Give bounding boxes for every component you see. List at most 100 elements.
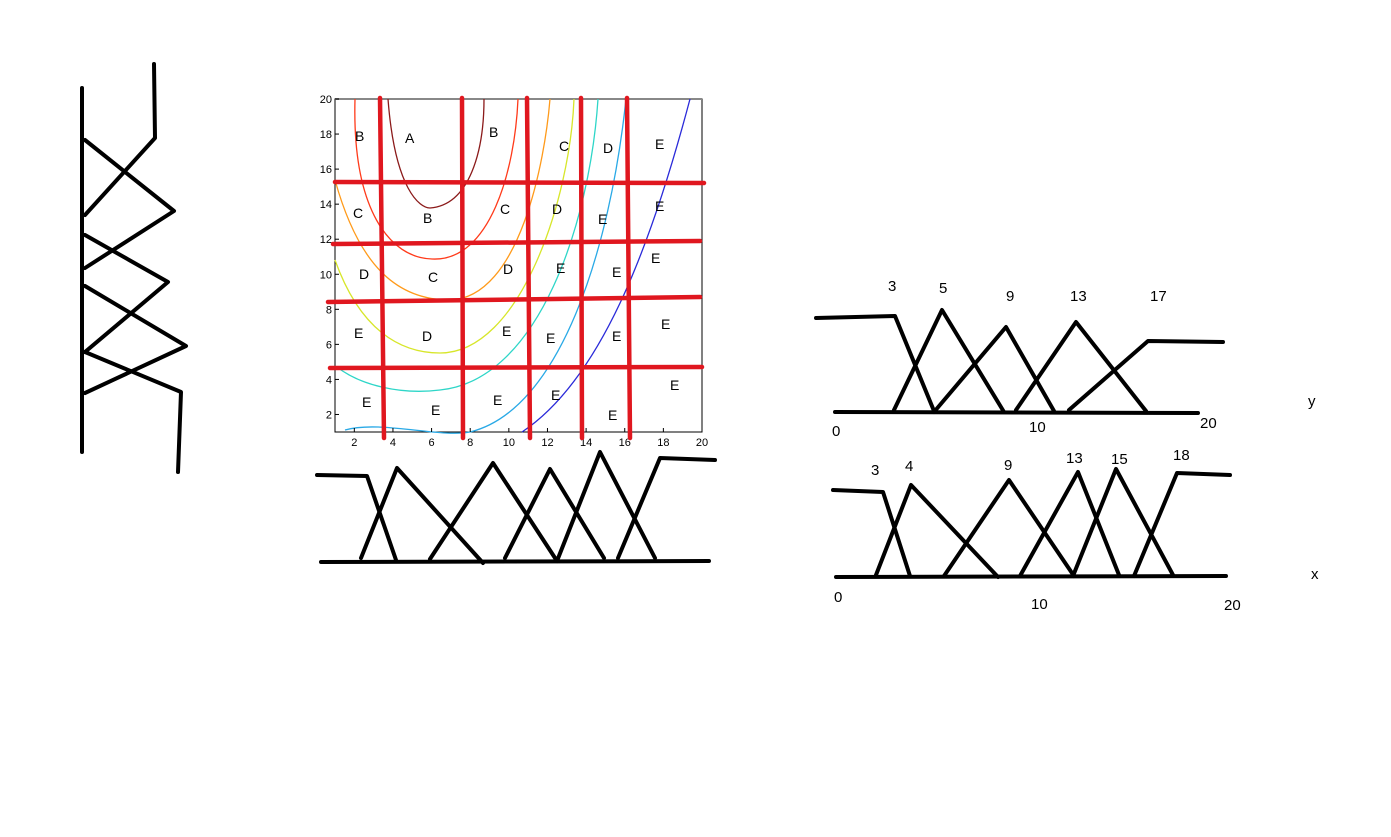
y-axis-label: 10: [1029, 419, 1046, 436]
grid-vertical-line: [524, 95, 533, 441]
region-label: E: [655, 198, 664, 214]
grid-horizontal-line: [332, 179, 707, 186]
y-triangle-13: [1014, 320, 1148, 413]
grid-vertical-line: [459, 95, 466, 441]
sketch-triangle-4: [555, 450, 657, 563]
y-peak-label: 17: [1150, 288, 1167, 305]
contour-line-6: [344, 98, 627, 434]
x-triangle-13: [1018, 470, 1121, 578]
vertical-bottom-shoulder: [83, 350, 183, 474]
x-axis-name: x: [1311, 566, 1319, 583]
y-tick-label: 10: [320, 269, 332, 281]
y-tick-label: 12: [320, 234, 332, 246]
y-tick-label: 18: [320, 129, 332, 141]
y-baseline: [833, 410, 1200, 415]
sketch-triangle-3: [503, 467, 606, 560]
x-axis-label: 0: [834, 589, 842, 606]
x-peak-label: 3: [871, 462, 879, 479]
vertical-membership-sketch: [80, 62, 188, 474]
grid-vertical-line: [624, 95, 633, 441]
x-left-shoulder: [831, 488, 912, 578]
x-tick-label: 2: [351, 437, 357, 449]
x-tick-label: 10: [503, 437, 515, 449]
x-tick-label: 20: [696, 437, 708, 449]
vertical-triangle-1: [83, 138, 176, 270]
x-peak-label: 13: [1066, 450, 1083, 467]
red-grid: [325, 95, 707, 441]
region-label: E: [362, 394, 371, 410]
y-tick-label: 16: [320, 164, 332, 176]
vertical-top-shoulder: [83, 62, 157, 217]
region-label: E: [670, 377, 679, 393]
region-label: D: [503, 261, 513, 277]
region-label: C: [500, 201, 510, 217]
grid-horizontal-line: [330, 238, 703, 247]
region-label: E: [502, 323, 511, 339]
region-label: D: [422, 328, 432, 344]
sketch-triangle-1: [359, 466, 485, 565]
region-label: E: [551, 387, 560, 403]
region-label: E: [546, 330, 555, 346]
region-label: E: [598, 211, 607, 227]
y-axis-label: 20: [1200, 415, 1217, 432]
region-label: D: [552, 201, 562, 217]
sketch-left-shoulder: [315, 473, 398, 562]
contour-line-7: [521, 98, 691, 433]
region-label: E: [556, 260, 565, 276]
x-axis-label: 10: [1031, 596, 1048, 613]
y-tick-label: 20: [320, 94, 332, 106]
grid-vertical-line: [578, 95, 585, 441]
y-peak-label: 3: [888, 278, 896, 295]
region-label: E: [493, 392, 502, 408]
region-label: E: [431, 402, 440, 418]
x-tick-label: 14: [580, 437, 592, 449]
x-tick-label: 6: [429, 437, 435, 449]
x-axis-label: 20: [1224, 597, 1241, 614]
x-peak-label: 9: [1004, 457, 1012, 474]
region-label: E: [354, 325, 363, 341]
plot-frame: [334, 98, 703, 433]
region-label: D: [603, 140, 613, 156]
x-triangle-9: [942, 478, 1076, 578]
x-tick-label: 18: [657, 437, 669, 449]
contour-line-1: [387, 98, 485, 209]
region-label: B: [423, 210, 432, 226]
y-peak-label: 13: [1070, 288, 1087, 305]
y-tick-label: 4: [326, 374, 332, 386]
grid-horizontal-line: [325, 294, 703, 305]
x-tick-label: 16: [619, 437, 631, 449]
region-label: E: [651, 250, 660, 266]
y-tick-label: 6: [326, 339, 332, 351]
y-peak-label: 5: [939, 280, 947, 297]
x-peak-label: 4: [905, 458, 913, 475]
region-label: E: [608, 407, 617, 423]
plot-x-membership-sketch: [315, 450, 717, 565]
region-label: A: [405, 130, 415, 146]
vertical-triangle-2: [83, 233, 170, 354]
x-membership-diagram: 3 4 9 13 15 18 0 10 20 x: [831, 447, 1319, 614]
region-label: E: [661, 316, 670, 332]
region-label: C: [353, 205, 363, 221]
x-peak-label: 18: [1173, 447, 1190, 464]
region-label: D: [359, 266, 369, 282]
contour-line-5: [336, 98, 599, 392]
y-tick-label: 8: [326, 304, 332, 316]
y-membership-diagram: 3 5 9 13 17 0 10 20 y: [814, 278, 1316, 440]
x-peak-label: 15: [1111, 451, 1128, 468]
vertical-triangle-3: [83, 284, 188, 395]
x-right-shoulder: [1132, 471, 1232, 578]
region-label: E: [612, 264, 621, 280]
grid-horizontal-line: [327, 364, 705, 371]
x-triangle-4: [874, 483, 1000, 579]
x-tick-label: 12: [541, 437, 553, 449]
x-baseline: [834, 574, 1228, 579]
y-axis-label: 0: [832, 423, 840, 440]
sketch-right-shoulder: [616, 456, 717, 560]
x-triangle-15: [1071, 467, 1175, 578]
x-tick-label: 4: [390, 437, 396, 449]
region-label: E: [612, 328, 621, 344]
region-label: E: [655, 136, 664, 152]
